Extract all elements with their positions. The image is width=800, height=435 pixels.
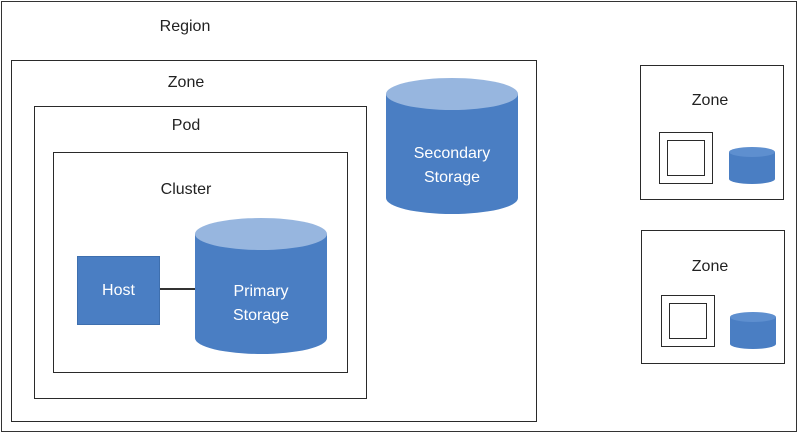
main-zone-label: Zone [167, 74, 205, 91]
primary-storage-cylinder [195, 218, 327, 354]
primary-storage-line1: Primary [233, 283, 289, 300]
zone-2-storage-icon [729, 147, 775, 184]
zone-3-pod-outer [661, 295, 715, 347]
primary-storage-line2: Storage [232, 307, 290, 324]
region-label: Region [159, 18, 211, 35]
zone-2-pod-inner [667, 140, 705, 176]
main-zone-box [11, 60, 537, 422]
zone-3-storage-icon [730, 312, 776, 349]
host-storage-connector [160, 288, 195, 290]
secondary-storage-line2: Storage [423, 169, 481, 186]
zone-2-label: Zone [691, 92, 729, 109]
zone-3-label: Zone [691, 258, 729, 275]
secondary-storage-cylinder [386, 78, 518, 214]
cluster-box [53, 152, 348, 373]
cluster-label: Cluster [160, 181, 212, 198]
secondary-storage-line1: Secondary [413, 145, 491, 162]
pod-box [34, 106, 367, 399]
primary-storage-body [195, 234, 327, 354]
secondary-storage-label: Secondary Storage [384, 142, 520, 190]
primary-storage-top [195, 218, 327, 250]
zone-3-pod-inner [669, 303, 707, 339]
pod-label: Pod [171, 117, 201, 134]
primary-storage-label: Primary Storage [193, 280, 329, 328]
secondary-storage-body [386, 94, 518, 214]
zone-box-2 [640, 65, 784, 200]
host-label: Host [102, 281, 135, 299]
zone-2-pod-outer [659, 132, 713, 184]
host-box: Host [77, 256, 160, 325]
secondary-storage-top [386, 78, 518, 110]
zone-box-3 [641, 230, 785, 364]
